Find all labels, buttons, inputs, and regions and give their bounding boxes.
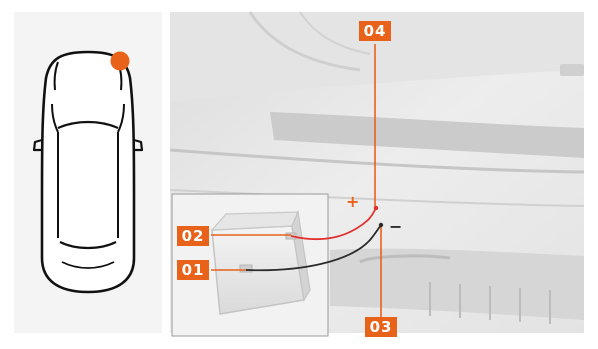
car-top-view-icon bbox=[34, 52, 142, 292]
negative-sign: − bbox=[389, 219, 402, 235]
car-top-view-panel bbox=[14, 12, 162, 333]
callout-02: 02 bbox=[177, 226, 209, 246]
callout-01: 01 bbox=[177, 260, 209, 280]
positive-connection-point bbox=[374, 206, 378, 210]
battery-icon bbox=[212, 212, 310, 314]
callout-03: 03 bbox=[365, 317, 397, 337]
callout-04: 04 bbox=[359, 21, 391, 41]
location-dot-icon bbox=[111, 52, 130, 71]
positive-sign: + bbox=[346, 194, 359, 210]
negative-connection-point bbox=[379, 223, 383, 227]
